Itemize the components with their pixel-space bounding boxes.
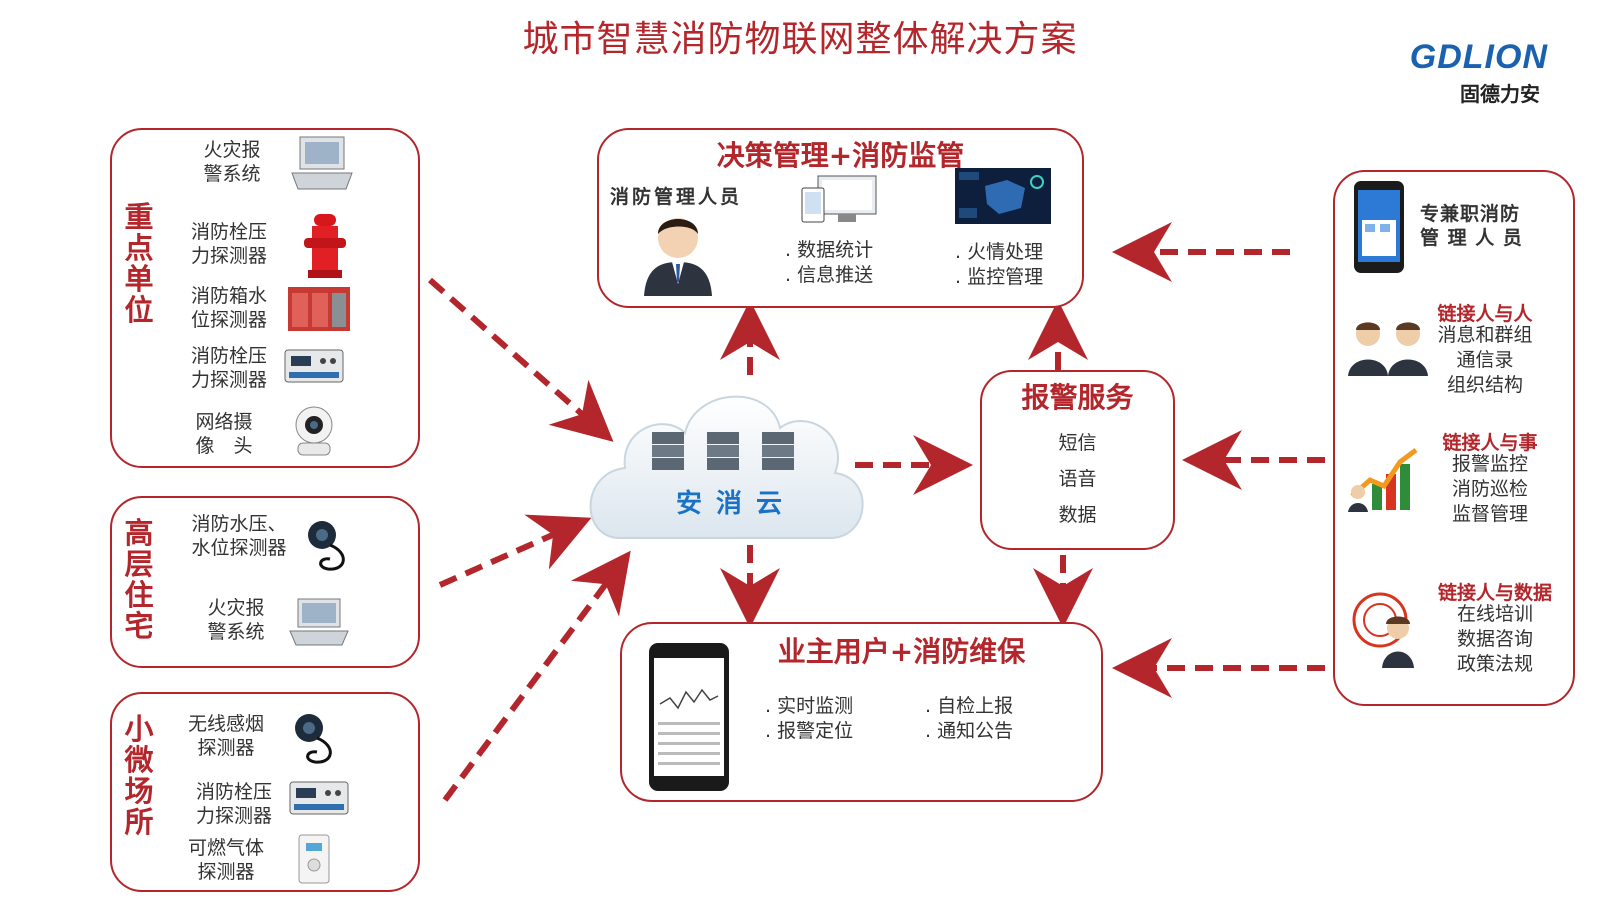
decision-management-title: 决策管理+消防监管 (716, 139, 965, 172)
data-person-icon (1352, 590, 1424, 668)
device-label-network-camera: 网络摄 像 头 (195, 411, 253, 457)
fire-management-personnel-label: 消防管理人员 (610, 186, 743, 208)
fire-hydrant-icon (300, 210, 350, 280)
growth-chart-person-icon (1346, 440, 1422, 512)
high-rise-panel (110, 496, 420, 668)
device-label-hydrant-pressure-3: 消防栓压 力探测器 (195, 781, 272, 827)
server-rack-icon-3 (760, 430, 796, 472)
network-camera-icon (292, 405, 336, 457)
link-events-title: 链接人与事 (1442, 432, 1538, 454)
mobile-app-phone-icon (648, 642, 730, 792)
owner-maintenance-title: 业主用户+消防维保 (777, 635, 1026, 668)
alarm-item-sms: 短信 (1058, 432, 1097, 454)
server-rack-icon-2 (705, 430, 741, 472)
arrow-high-rise-to-cloud (438, 514, 592, 588)
brand-logo-subtitle: 固德力安 (1460, 82, 1540, 106)
key-units-label: 重点单位 (124, 200, 154, 327)
fire-alarm-console-icon-2 (288, 597, 350, 647)
manager-avatar-icon (640, 210, 716, 296)
key-units-panel (110, 128, 420, 468)
small-venues-panel (110, 692, 420, 892)
gas-detector-icon (296, 833, 332, 885)
arrow-key-units-to-cloud (428, 277, 614, 442)
alarm-service-title: 报警服务 (1021, 381, 1134, 414)
high-rise-label: 高层住宅 (124, 516, 154, 643)
wireless-sensor-probe-icon (300, 513, 352, 573)
device-label-tank-level: 消防箱水 位探测器 (190, 285, 267, 331)
link-data-text: 在线培训 数据咨询 政策法规 (1456, 603, 1533, 675)
device-label-hydrant-pressure-1: 消防栓压 力探测器 (190, 221, 267, 267)
pressure-detector-module-icon-2 (288, 778, 350, 818)
link-people-text: 消息和群组 通信录 组织结构 (1437, 324, 1533, 396)
device-label-smoke-detector: 无线感烟 探测器 (187, 713, 264, 759)
arrow-small-venues-to-cloud (442, 550, 631, 802)
alarm-service-panel (980, 370, 1175, 550)
device-label-hydrant-pressure-2: 消防栓压 力探测器 (190, 345, 267, 391)
alarm-item-voice: 语音 (1058, 468, 1097, 490)
cloud-platform-label: 安消云 (676, 489, 797, 519)
device-label-gas-detector: 可燃气体 探测器 (187, 837, 264, 883)
wireless-smoke-detector-icon (287, 706, 339, 766)
decision-bullets-1: . 数据统计 . 信息推送 (785, 239, 874, 286)
two-people-icon (1346, 318, 1430, 376)
dashboard-map-screen-icon (955, 168, 1051, 224)
link-events-text: 报警监控 消防巡检 监督管理 (1451, 453, 1528, 525)
fire-alarm-console-icon (290, 133, 355, 191)
brand-logo: GDLION (1409, 38, 1548, 76)
small-venues-label: 小微场所 (124, 712, 154, 839)
devices-screen-icon (800, 174, 880, 226)
device-label-water-pressure-level: 消防水压、 水位探测器 (191, 513, 287, 559)
owner-bullets-2: . 自检上报 . 通知公告 (925, 695, 1014, 742)
pressure-detector-module-icon (283, 346, 345, 386)
decision-bullets-2: . 火情处理 . 监控管理 (955, 241, 1044, 288)
page-title: 城市智慧消防物联网整体解决方案 (522, 19, 1078, 60)
server-rack-icon-1 (650, 430, 686, 472)
water-tank-pump-icon (286, 285, 352, 333)
link-data-title: 链接人与数据 (1437, 582, 1552, 604)
alarm-item-data: 数据 (1058, 504, 1097, 526)
owner-bullets-1: . 实时监测 . 报警定位 (765, 695, 854, 742)
link-people-title: 链接人与人 (1437, 303, 1533, 325)
staff-label: 专兼职消防 管 理 人 员 (1420, 203, 1523, 249)
device-label-fire-alarm: 火灾报 警系统 (203, 139, 261, 185)
device-label-fire-alarm-2: 火灾报 警系统 (207, 597, 265, 643)
staff-phone-icon (1353, 180, 1405, 274)
